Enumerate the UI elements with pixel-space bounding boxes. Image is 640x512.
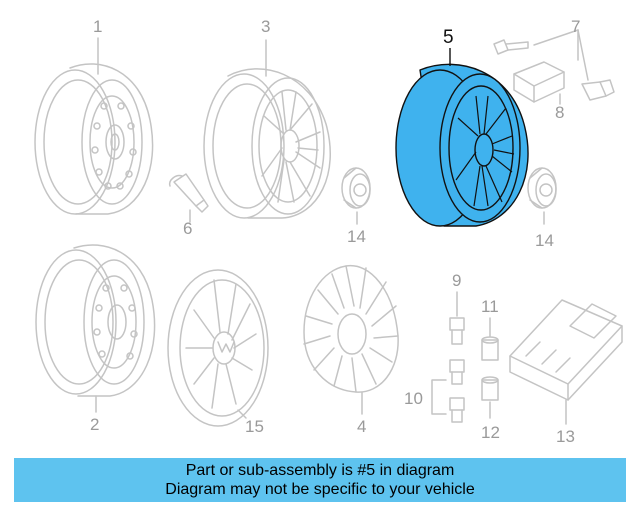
callout-5: 5 xyxy=(443,27,454,48)
callout-14-left: 14 xyxy=(347,227,366,246)
info-banner: Part or sub-assembly is #5 in diagram Di… xyxy=(14,458,626,502)
wheel-trim-part-4[interactable] xyxy=(303,264,399,415)
callout-1: 1 xyxy=(93,17,103,36)
parts-diagram xyxy=(34,29,623,427)
callout-10: 10 xyxy=(404,389,423,408)
callout-13: 13 xyxy=(556,427,575,446)
wheel-bolt-part-10-upper[interactable] xyxy=(449,359,465,385)
tpms-sensor-part-8[interactable] xyxy=(513,61,565,105)
callout-8: 8 xyxy=(555,103,565,122)
callout-6: 6 xyxy=(183,219,193,238)
callout-4: 4 xyxy=(357,417,367,436)
lug-nut-part-12[interactable] xyxy=(481,376,499,419)
steel-wheel-part-1[interactable] xyxy=(34,37,154,215)
callout-3: 3 xyxy=(261,17,271,36)
callout-7: 7 xyxy=(571,17,581,36)
tpms-valve-part-7[interactable] xyxy=(577,29,615,101)
banner-line-1: Part or sub-assembly is #5 in diagram xyxy=(185,462,455,479)
tpms-kit-case-part-13[interactable] xyxy=(509,299,623,425)
wheel-bolt-part-10-lower[interactable] xyxy=(449,397,465,423)
centre-cap-part-14-left[interactable] xyxy=(341,167,371,225)
tpms-bolt-part-7[interactable] xyxy=(493,29,579,55)
callout-12: 12 xyxy=(481,423,500,442)
lug-nut-part-11[interactable] xyxy=(481,317,499,361)
hub-cap-part-15[interactable] xyxy=(167,269,269,427)
valve-stem-part-6[interactable] xyxy=(168,173,209,223)
callout-9: 9 xyxy=(452,271,462,290)
centre-cap-part-14-right[interactable] xyxy=(527,167,557,225)
banner-line-2: Diagram may not be specific to your vehi… xyxy=(165,481,475,498)
alloy-wheel-part-5-highlighted[interactable] xyxy=(395,48,529,227)
callout-15: 15 xyxy=(245,417,264,436)
steel-wheel-part-2[interactable] xyxy=(35,244,156,413)
callout-11: 11 xyxy=(481,297,499,316)
wheel-bolt-part-9[interactable] xyxy=(449,291,465,345)
alloy-wheel-part-3[interactable] xyxy=(203,39,331,219)
callout-2: 2 xyxy=(90,415,100,434)
callout-14-right: 14 xyxy=(535,231,554,250)
